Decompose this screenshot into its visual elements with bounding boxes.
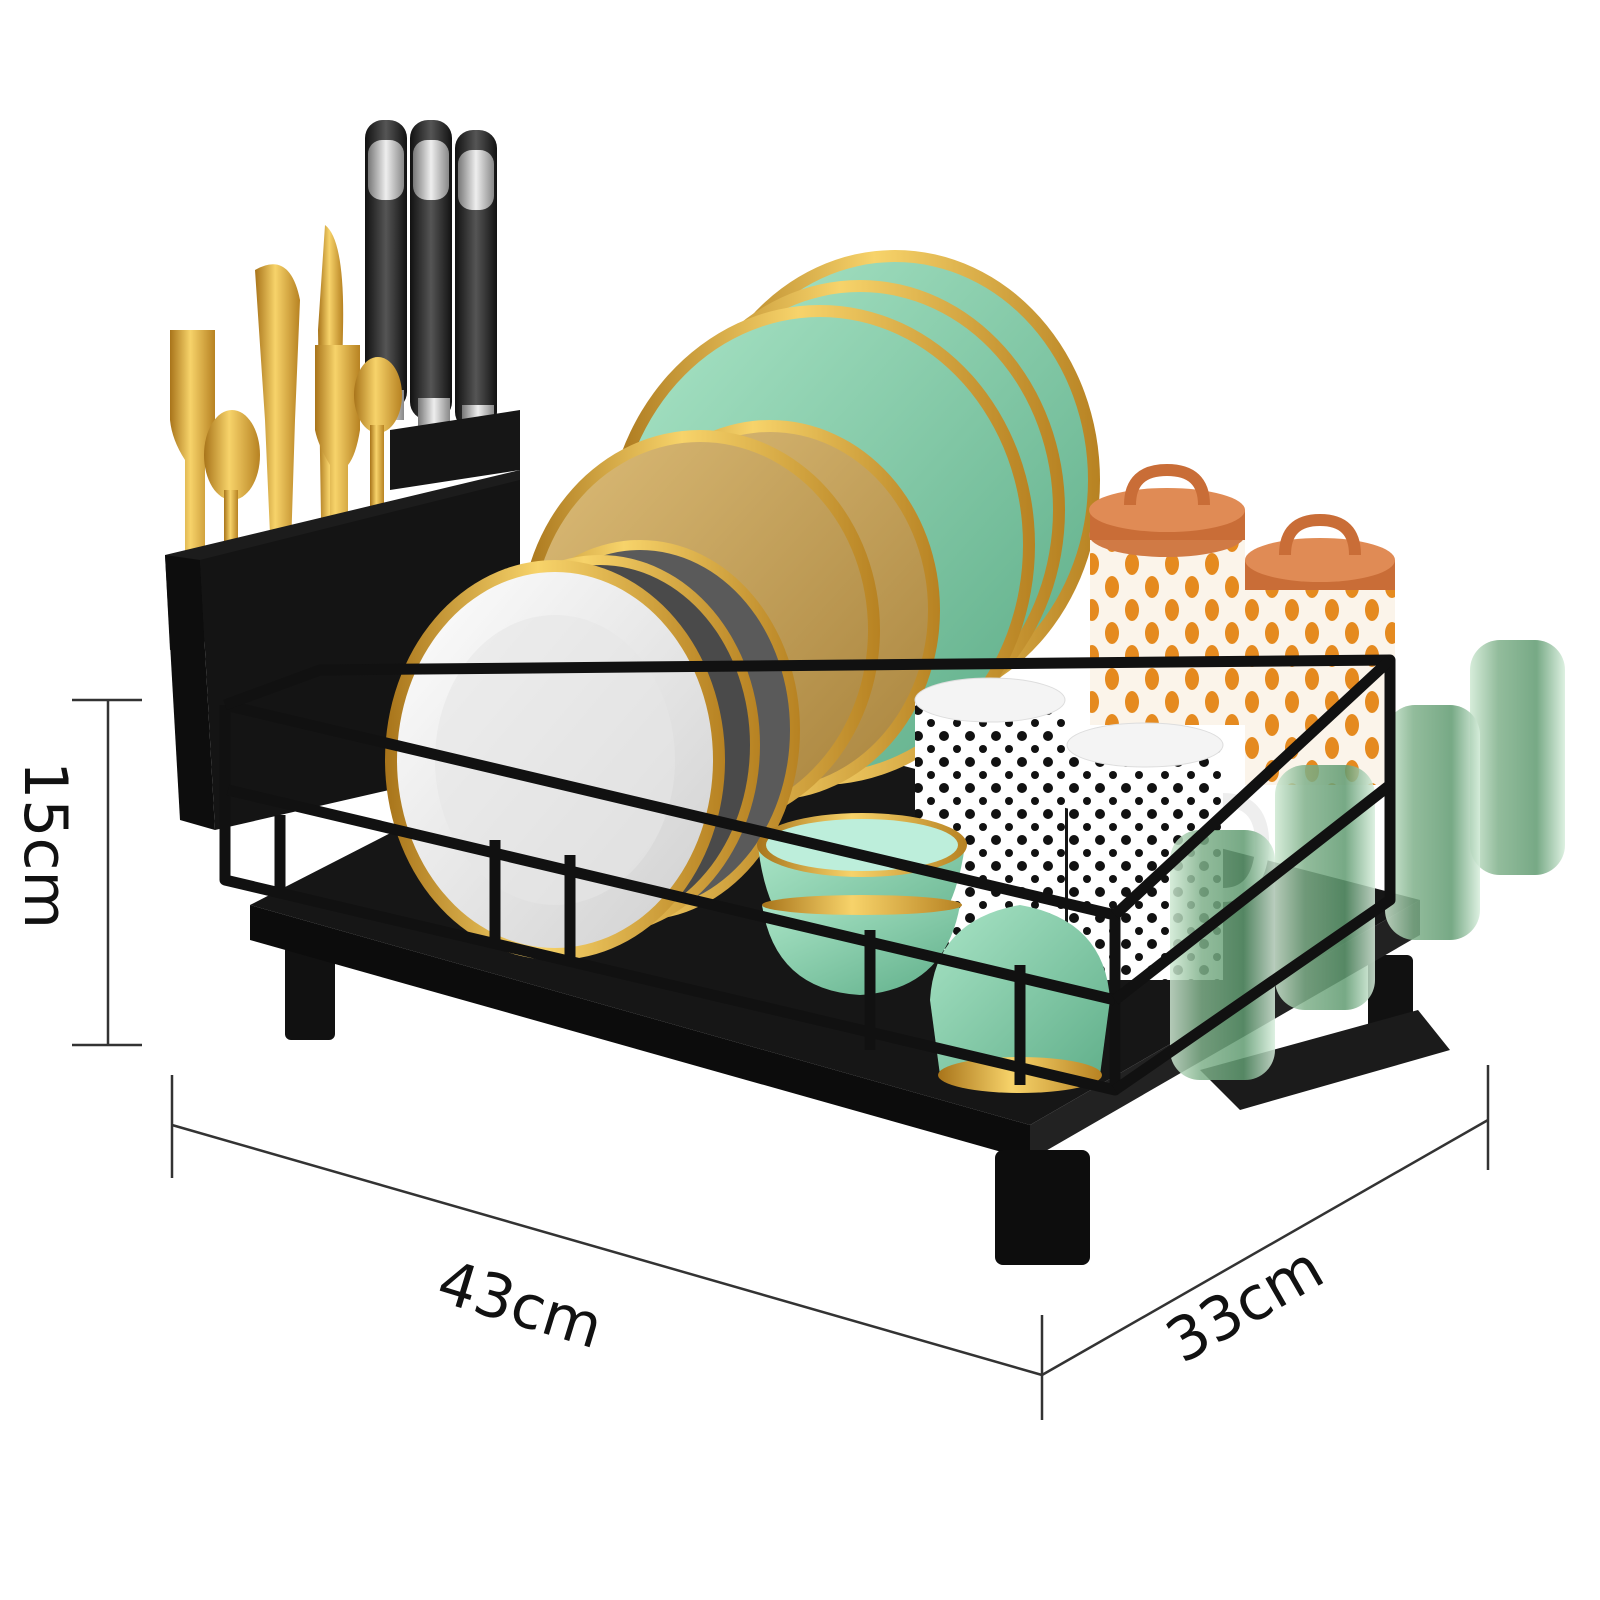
- rack-leg: [1368, 955, 1413, 1030]
- glasses: [1170, 640, 1565, 1080]
- gold-cutlery: [170, 225, 402, 590]
- knives: [365, 120, 497, 435]
- drain-spout: [1200, 1010, 1450, 1110]
- rack-leg: [995, 1150, 1090, 1265]
- height-dimension-label: 15cm: [10, 761, 80, 929]
- drip-tray-front: [250, 905, 1030, 1160]
- dimension-lines: [72, 698, 1490, 1420]
- wire-rack: [219, 654, 1396, 1096]
- rack-leg: [285, 945, 335, 1040]
